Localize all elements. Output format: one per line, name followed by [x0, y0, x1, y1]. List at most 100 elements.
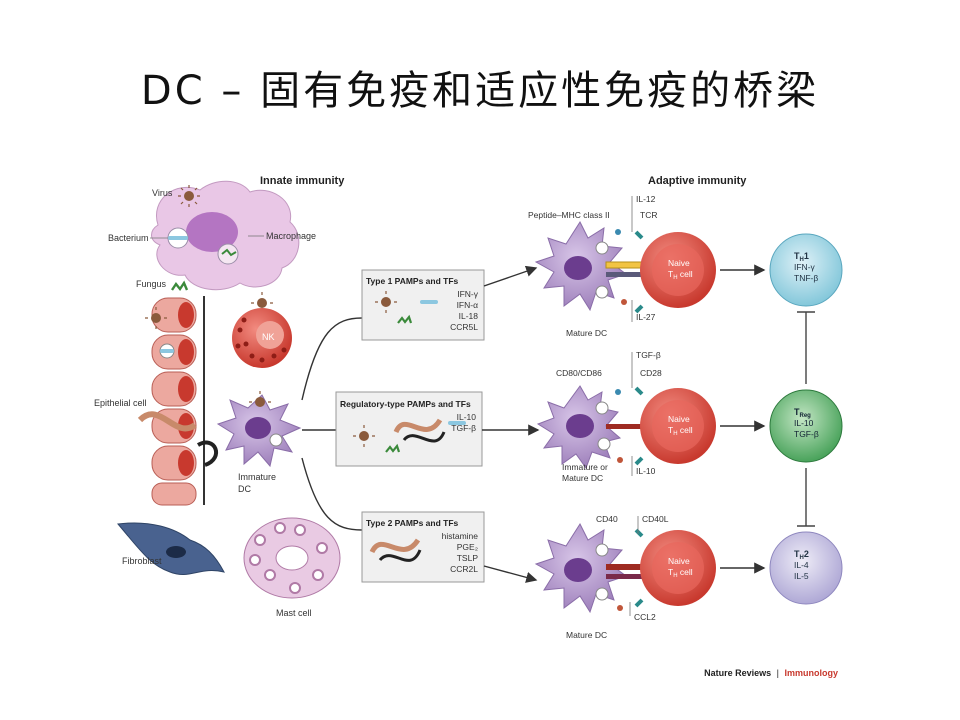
th2-t: T — [794, 549, 800, 559]
fungus-label: Fungus — [136, 279, 167, 289]
svg-text:Nature Reviews | Immun: Nature Reviews | Immunology — [704, 668, 838, 678]
regulatory-title: Regulatory-type PAMPs and TFs — [340, 399, 471, 409]
macrophage-label: Macrophage — [266, 231, 316, 241]
treg-sub: Reg — [800, 413, 812, 419]
th2-suffix: 2 — [804, 549, 809, 559]
naive-t: T — [668, 567, 673, 577]
naive-t: T — [668, 425, 673, 435]
slide-title: DC – 固有免疫和适应性免疫的桥梁 — [140, 68, 820, 114]
type1-title: Type 1 PAMPs and TFs — [366, 276, 459, 286]
naive-label: Naive — [668, 258, 690, 268]
label-peptide-mhc: Peptide–MHC class II — [528, 210, 610, 220]
naive-sub: H — [673, 275, 677, 281]
naive-label: Naive — [668, 556, 690, 566]
svg-text:TReg: TReg — [794, 407, 811, 419]
type2-box: Type 2 PAMPs and TFs histamine PGE₂ TSLP… — [361, 511, 485, 583]
fibroblast-label: Fibroblast — [122, 556, 162, 566]
treg-line: IL-10 — [794, 418, 814, 428]
nk-label: NK — [262, 332, 275, 342]
fungus-icon — [171, 280, 189, 292]
nk-cell: NK — [232, 308, 292, 368]
type2-title: Type 2 PAMPs and TFs — [366, 518, 459, 528]
immature-dc-label-1: Immature — [238, 472, 276, 482]
naive-sub: H — [673, 431, 677, 437]
th1-sub: H — [800, 257, 804, 263]
virus-icon — [249, 391, 271, 407]
label-il27: IL-27 — [636, 312, 656, 322]
svg-text:TH cell: TH cell — [668, 567, 693, 579]
credit-journal: Nature Reviews — [704, 668, 771, 678]
label-ccl2: CCL2 — [634, 612, 656, 622]
mast-cell — [243, 517, 341, 599]
label-cd40l: CD40L — [642, 514, 669, 524]
adaptive-header: Adaptive immunity — [648, 175, 747, 187]
type2-item: CCR2L — [450, 564, 478, 574]
naive-t-cell-bottom: Naive TH cell — [640, 530, 716, 606]
mature-dc-label-top: Mature DC — [566, 328, 607, 338]
naive-cell: cell — [678, 567, 693, 577]
virus-icon — [251, 292, 273, 308]
th1-t: T — [794, 251, 800, 261]
th2-sub: H — [800, 555, 804, 561]
virus-icon — [145, 307, 167, 329]
mast-cell-label: Mast cell — [276, 608, 312, 618]
macrophage-icon — [151, 180, 300, 291]
naive-t: T — [668, 269, 673, 279]
virus-label: Virus — [152, 188, 173, 198]
epithelial-cell-label: Epithelial cell — [94, 398, 147, 408]
regulatory-item: TGF-β — [451, 423, 476, 433]
label-il10: IL-10 — [636, 466, 656, 476]
type1-item: IFN-α — [457, 300, 479, 310]
th1-line: TNF-β — [794, 273, 818, 283]
dc-label-middle-1: Immature or — [562, 462, 608, 472]
naive-sub: H — [673, 573, 677, 579]
treg-cell: TReg IL-10 TGF-β — [769, 389, 843, 463]
bacterium-label: Bacterium — [108, 233, 149, 243]
regulatory-box: Regulatory-type PAMPs and TFs IL-10 TGF-… — [335, 391, 483, 467]
credit-separator: | — [777, 668, 779, 678]
label-cd80-cd86: CD80/CD86 — [556, 368, 602, 378]
label-cd28: CD28 — [640, 368, 662, 378]
naive-t-cell-top: Naive TH cell — [640, 232, 716, 308]
naive-cell: cell — [678, 269, 693, 279]
treg-line: TGF-β — [794, 429, 819, 439]
th2-line: IL-4 — [794, 560, 809, 570]
svg-text:TH cell: TH cell — [668, 425, 693, 437]
label-tcr: TCR — [640, 210, 657, 220]
th2-cell: TH2 IL-4 IL-5 — [769, 531, 843, 605]
label-tgfb: TGF-β — [636, 350, 661, 360]
immature-dc — [216, 394, 302, 468]
type2-item: PGE₂ — [457, 542, 478, 552]
naive-cell: cell — [678, 425, 693, 435]
credit-section: Immunology — [785, 668, 839, 678]
mature-dc-label-bottom: Mature DC — [566, 630, 607, 640]
type1-box: Type 1 PAMPs and TFs IFN-γ IFN-α IL-18 C… — [361, 269, 485, 341]
svg-text:TH2: TH2 — [794, 549, 809, 561]
label-cd40: CD40 — [596, 514, 618, 524]
svg-text:TH cell: TH cell — [668, 269, 693, 281]
th2-line: IL-5 — [794, 571, 809, 581]
mature-dc-bottom — [534, 522, 628, 614]
type2-item: histamine — [442, 531, 479, 541]
svg-text:TH1: TH1 — [794, 251, 809, 263]
th1-cell: TH1 IFN-γ TNF-β — [769, 233, 843, 307]
dc-label-middle-2: Mature DC — [562, 473, 603, 483]
type1-item: IFN-γ — [457, 289, 479, 299]
type2-item: TSLP — [457, 553, 479, 563]
th1-suffix: 1 — [804, 251, 809, 261]
label-il12: IL-12 — [636, 194, 656, 204]
treg-t: T — [794, 407, 800, 417]
naive-label: Naive — [668, 414, 690, 424]
virus-icon — [178, 185, 200, 207]
innate-header: Innate immunity — [260, 175, 345, 187]
mature-dc-top — [534, 220, 628, 312]
th1-line: IFN-γ — [794, 262, 816, 272]
naive-t-cell-middle: Naive TH cell — [640, 388, 716, 464]
type1-item: IL-18 — [459, 311, 479, 321]
immature-dc-label-2: DC — [238, 484, 251, 494]
epithelial-cells — [137, 296, 218, 506]
regulatory-item: IL-10 — [457, 412, 477, 422]
type1-item: CCR5L — [450, 322, 478, 332]
dc-middle — [536, 385, 622, 470]
